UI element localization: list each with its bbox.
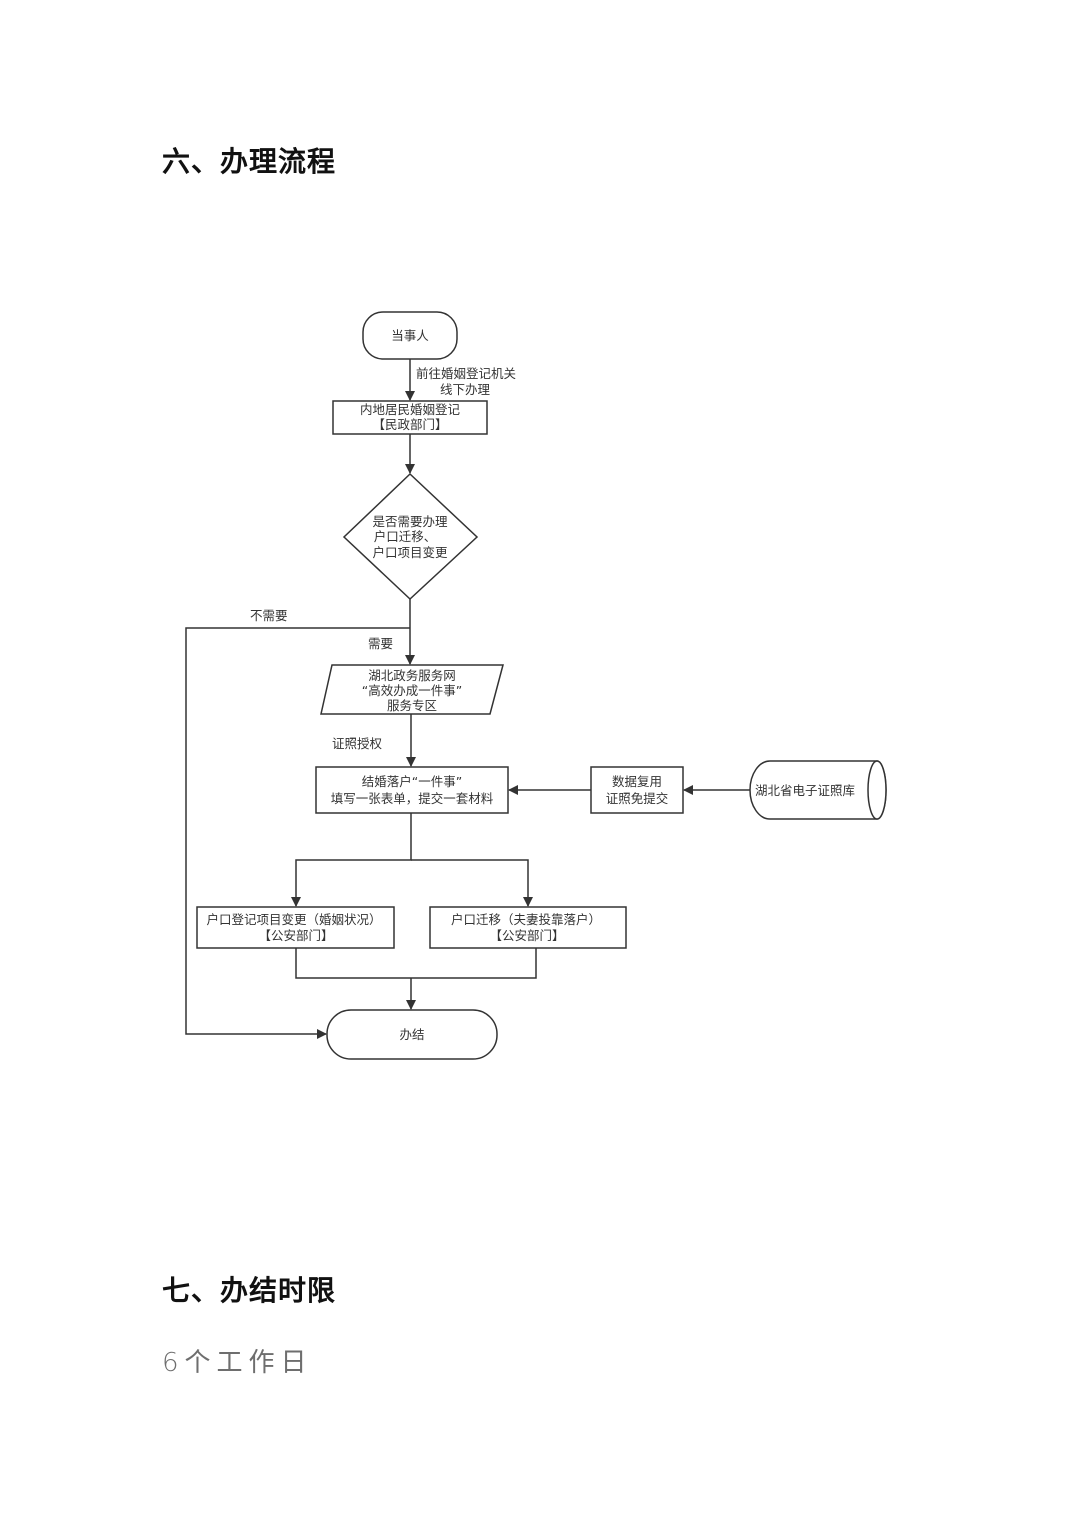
edge-label-line-2: 线下办理: [440, 382, 491, 397]
time-limit-value: 6个工作日: [162, 1348, 313, 1378]
node-decision-line-2: 户口迁移、: [374, 529, 437, 544]
node-registration: 内地居民婚姻登记 【民政部门】: [332, 400, 488, 435]
node-data-reuse-line-1: 数据复用: [612, 774, 662, 789]
node-decision-line-3: 户口项目变更: [372, 545, 448, 560]
node-portal-line-1: 湖北政务服务网: [368, 668, 456, 683]
node-start: 当事人: [362, 311, 458, 360]
node-branch-left: 户口登记项目变更（婚姻状况） 【公安部门】: [196, 906, 395, 949]
node-database-label: 湖北省电子证照库: [755, 783, 855, 798]
node-branch-left-line-1: 户口登记项目变更（婚姻状况）: [206, 912, 381, 927]
node-decision-line-1: 是否需要办理: [372, 514, 448, 529]
edge-onething-split: [291, 813, 412, 907]
label-auth: 证照授权: [332, 736, 383, 751]
node-branch-right: 户口迁移（夫妻投靠落户） 【公安部门】: [429, 906, 627, 949]
section-heading-process: 六、办理流程: [162, 145, 337, 178]
edge-decision-no-to-end: [185, 627, 410, 1039]
edge-onething-split-right: [411, 859, 533, 907]
node-registration-line-2: 【民政部门】: [372, 417, 447, 432]
node-one-thing-line-2: 填写一张表单，提交一套材料: [331, 791, 494, 806]
node-one-thing: 结婚落户“一件事” 填写一张表单，提交一套材料: [315, 766, 509, 814]
node-start-label: 当事人: [391, 328, 429, 343]
node-branch-right-line-2: 【公安部门】: [489, 928, 564, 943]
node-branch-left-line-2: 【公安部门】: [258, 928, 333, 943]
node-branch-right-line-1: 户口迁移（夫妻投靠落户）: [451, 912, 601, 927]
edge-branches-merge: [295, 948, 537, 979]
connectors: [185, 359, 750, 1039]
section-heading-time-limit: 七、办结时限: [162, 1274, 337, 1307]
node-decision: 是否需要办理 户口迁移、 户口项目变更: [342, 472, 479, 601]
node-data-reuse-line-2: 证照免提交: [606, 791, 669, 806]
node-one-thing-line-1: 结婚落户“一件事”: [362, 774, 462, 789]
label-no: 不需要: [250, 608, 288, 623]
node-portal-line-3: 服务专区: [387, 698, 437, 713]
node-portal: 湖北政务服务网 “高效办成一件事” 服务专区: [320, 664, 504, 715]
node-data-reuse: 数据复用 证照免提交: [590, 766, 684, 814]
node-end: 办结: [326, 1009, 498, 1060]
node-database: 湖北省电子证照库: [749, 760, 887, 820]
node-end-label: 办结: [399, 1027, 424, 1042]
node-portal-line-2: “高效办成一件事”: [362, 683, 462, 698]
edge-label-line-1: 前往婚姻登记机关: [416, 366, 516, 381]
node-registration-line-1: 内地居民婚姻登记: [360, 402, 461, 417]
label-yes: 需要: [368, 636, 393, 651]
